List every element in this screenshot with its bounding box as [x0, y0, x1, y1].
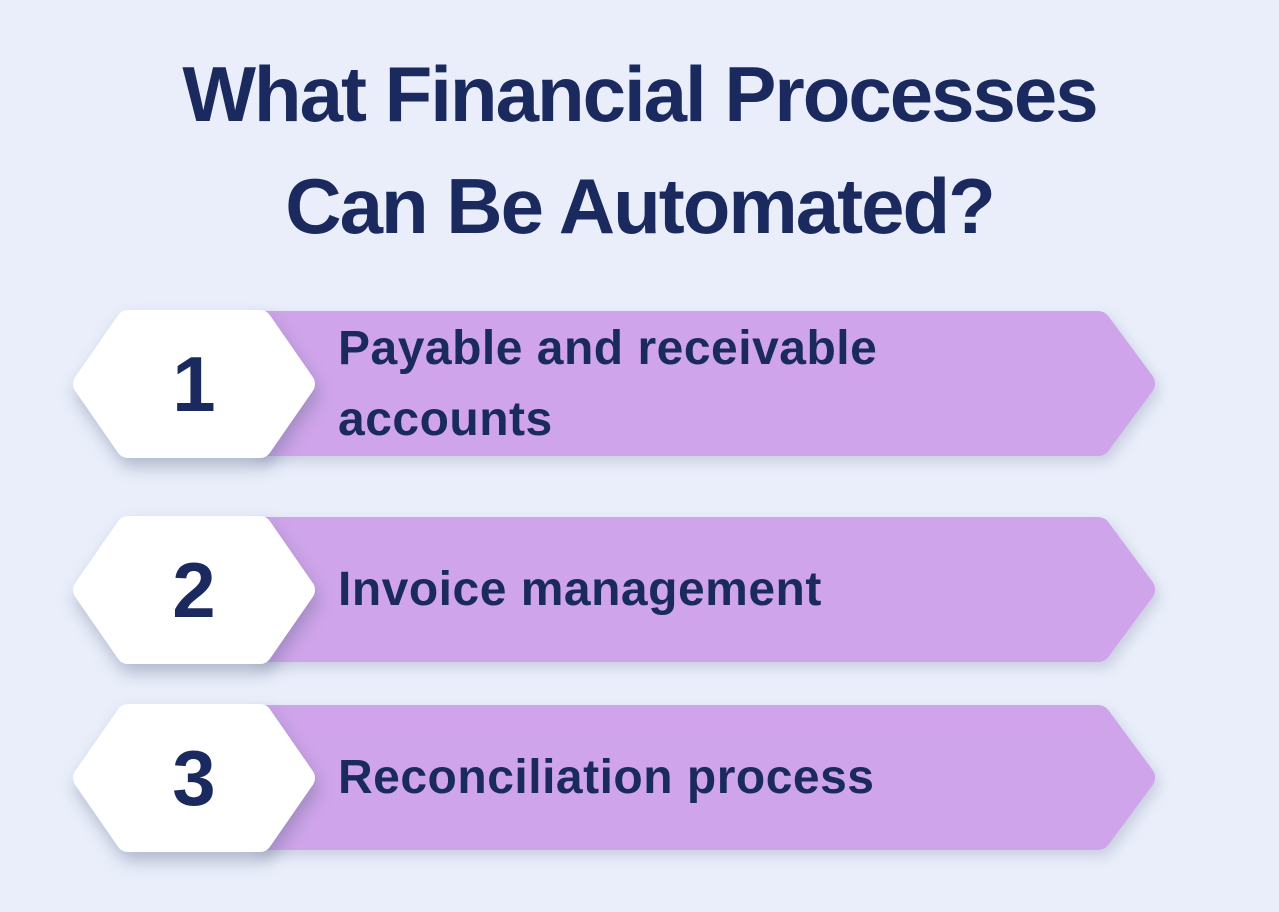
hexagon-badge-shape	[73, 516, 315, 664]
process-label-2: Invoice management	[338, 517, 822, 662]
step-badge-1: 1	[73, 310, 315, 458]
step-badge-2: 2	[73, 516, 315, 664]
process-label-1: Payable and receivable accounts	[338, 311, 877, 456]
hexagon-badge-shape	[73, 310, 315, 458]
banner-arrow-1: Payable and receivable accounts	[250, 311, 1155, 456]
step-number-3: 3	[172, 733, 216, 822]
title-line-1: What Financial Processes	[182, 50, 1098, 138]
title-line-2: Can Be Automated?	[285, 162, 996, 250]
process-label-1-line-1: Payable and receivable	[338, 321, 878, 375]
step-number-1: 1	[172, 339, 216, 428]
banner-arrow-2: Invoice management	[250, 517, 1155, 662]
process-item-2: Invoice management 2	[0, 516, 1279, 664]
process-item-1: Payable and receivable accounts 1	[0, 310, 1279, 458]
page-title: What Financial Processes Can Be Automate…	[0, 38, 1279, 262]
process-label-3: Reconciliation process	[338, 705, 875, 850]
process-label-3-line-1: Reconciliation process	[338, 751, 875, 804]
process-item-3: Reconciliation process 3	[0, 704, 1279, 852]
step-badge-3: 3	[73, 704, 315, 852]
process-label-1-line-2: accounts	[338, 392, 553, 446]
step-number-2: 2	[172, 545, 216, 634]
hexagon-badge-shape	[73, 704, 315, 852]
banner-arrow-3: Reconciliation process	[250, 705, 1155, 850]
process-label-2-line-1: Invoice management	[338, 563, 822, 616]
